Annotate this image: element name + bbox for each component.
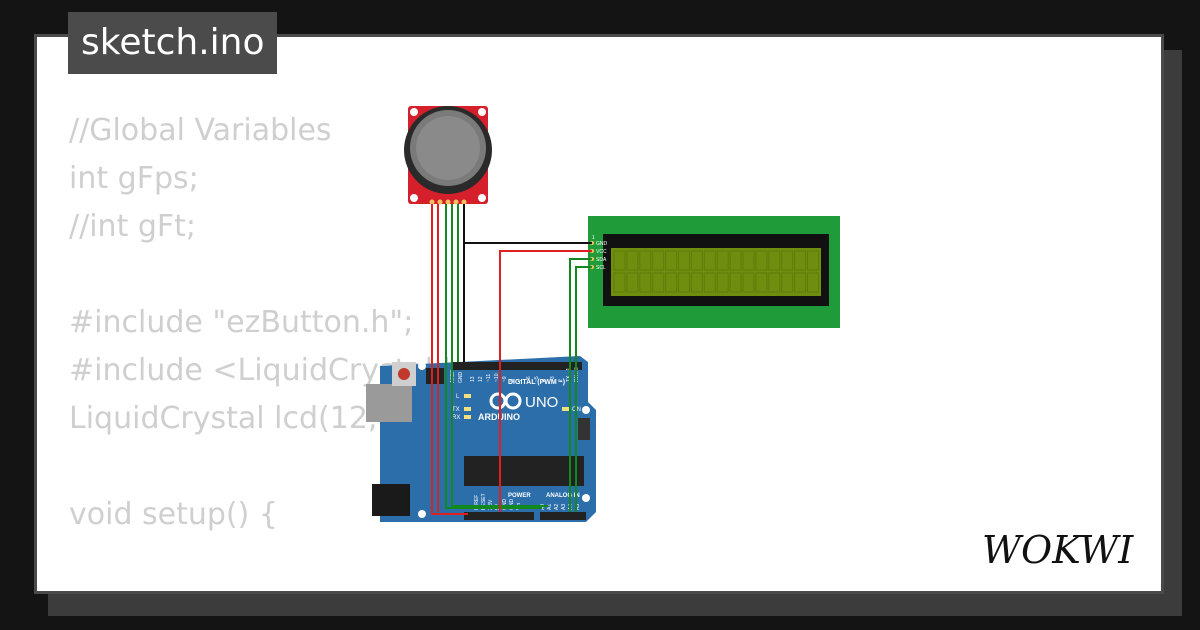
power-pin-label: IOREF bbox=[474, 495, 480, 510]
lcd-char-cell bbox=[794, 272, 807, 293]
power-pin-label: 3.3V bbox=[488, 499, 494, 510]
digital-label: DIGITAL (PWM ~) bbox=[508, 379, 565, 386]
wokwi-logo[interactable]: WOKWI bbox=[980, 527, 1152, 578]
analog-pin-label: A1 bbox=[547, 504, 553, 510]
power-pin-label: GND bbox=[509, 499, 515, 511]
lcd-char-cell bbox=[639, 250, 652, 271]
lcd-char-cell bbox=[755, 272, 768, 293]
lcd-pin-label: GND bbox=[596, 241, 608, 247]
lcd-pin-label: SDA bbox=[596, 257, 607, 263]
lcd-char-cell bbox=[781, 272, 794, 293]
arduino-logo-icon bbox=[489, 392, 522, 410]
lcd-char-cell bbox=[716, 272, 729, 293]
wire-joystick-vry[interactable] bbox=[451, 204, 548, 507]
lcd-char-cell bbox=[755, 250, 768, 271]
lcd-char-cell bbox=[690, 250, 703, 271]
lcd-char-cell bbox=[729, 272, 742, 293]
lcd-char-cell bbox=[639, 272, 652, 293]
lcd-char-cell bbox=[742, 272, 755, 293]
code-line: #include "ezButton.h"; bbox=[69, 305, 414, 340]
wire-lcd-vcc[interactable] bbox=[499, 250, 592, 512]
power-header bbox=[464, 512, 534, 520]
board-name: UNO bbox=[525, 394, 558, 411]
analog-pin-label: A5 bbox=[575, 504, 581, 510]
lcd-char-cell bbox=[690, 272, 703, 293]
wire-joystick-vrx[interactable] bbox=[445, 204, 542, 509]
code-line: void setup() { bbox=[69, 497, 278, 532]
digital-pin-label: ~11 bbox=[486, 374, 492, 382]
usb-connector bbox=[366, 384, 412, 422]
lcd-char-cell bbox=[703, 272, 716, 293]
file-name-tab[interactable]: sketch.ino bbox=[68, 12, 278, 74]
digital-pin-label: 8 bbox=[510, 379, 516, 382]
led-tx-label: TX bbox=[452, 407, 460, 413]
lcd-char-cell bbox=[807, 272, 819, 293]
lcd-char-cell bbox=[613, 250, 626, 271]
svg-text:WOKWI: WOKWI bbox=[982, 528, 1134, 572]
lcd-char-cell bbox=[781, 250, 794, 271]
lcd-char-cell bbox=[626, 272, 639, 293]
lcd-char-cell bbox=[742, 250, 755, 271]
digital-pin-label: 2 bbox=[558, 379, 564, 382]
code-line: //Global Variables bbox=[69, 113, 332, 148]
wire-lcd-scl[interactable] bbox=[575, 266, 592, 512]
digital-pin-label: 7 bbox=[518, 379, 524, 382]
wokwi-logo-icon: WOKWI bbox=[982, 528, 1134, 572]
wires bbox=[431, 204, 592, 515]
lcd-char-cell bbox=[703, 250, 716, 271]
power-jack bbox=[372, 484, 410, 516]
atmega-chip bbox=[464, 456, 584, 486]
led-rx-label: RX bbox=[452, 415, 460, 421]
lcd-char-cell bbox=[665, 250, 678, 271]
lcd-char-cell bbox=[678, 272, 690, 293]
digital-header bbox=[452, 362, 582, 370]
lcd-char-cell bbox=[768, 250, 781, 271]
pin-gnd: GND bbox=[458, 372, 464, 384]
analog-pin-label: A2 bbox=[554, 504, 560, 510]
digital-pin-label: ~6 bbox=[526, 376, 532, 382]
lcd-screen bbox=[611, 248, 821, 296]
led-l-label: L bbox=[456, 394, 460, 400]
svg-text:1: 1 bbox=[592, 235, 595, 241]
digital-pin-label: ~5 bbox=[534, 376, 540, 382]
lcd-pin-label: VCC bbox=[596, 249, 607, 255]
lcd-char-cell bbox=[794, 250, 807, 271]
digital-pin-label: ~10 bbox=[494, 373, 500, 382]
analog-label: ANALOG IN bbox=[546, 493, 580, 499]
digital-pin-label: 12 bbox=[478, 376, 484, 382]
digital-pin-label: ~3 bbox=[550, 376, 556, 382]
lcd-pin-label: SCL bbox=[596, 265, 606, 271]
lcd-char-cell bbox=[807, 250, 819, 271]
power-label: POWER bbox=[508, 493, 531, 499]
joystick-module[interactable] bbox=[404, 106, 492, 205]
power-pin-label: RESET bbox=[481, 493, 487, 510]
lcd-char-cell bbox=[716, 250, 729, 271]
lcd-char-cell bbox=[665, 272, 678, 293]
lcd-char-cell bbox=[678, 250, 690, 271]
code-preview: //Global Variables int gFps; //int gFt; #in… bbox=[69, 107, 600, 591]
code-line: //int gFt; bbox=[69, 209, 197, 244]
lcd-char-cell bbox=[613, 272, 626, 293]
digital-pin-label: 13 bbox=[470, 376, 476, 382]
code-line: int gFps; bbox=[69, 161, 199, 196]
lcd-char-cell bbox=[768, 272, 781, 293]
wire-joystick-vcc[interactable] bbox=[431, 204, 468, 515]
lcd-module[interactable]: 1 GND VCC SDA SCL bbox=[588, 216, 840, 328]
analog-pin-label: A3 bbox=[561, 504, 567, 510]
lcd-char-cell bbox=[626, 250, 639, 271]
analog-header bbox=[540, 512, 586, 520]
digital-pin-label: ~9 bbox=[502, 376, 508, 382]
power-pin-label: GND bbox=[502, 499, 508, 511]
lcd-char-cell bbox=[729, 250, 742, 271]
lcd-char-cell bbox=[652, 250, 665, 271]
wire-lcd-sda[interactable] bbox=[569, 258, 592, 512]
lcd-char-cell bbox=[652, 272, 665, 293]
digital-pin-label: 4 bbox=[542, 379, 548, 382]
